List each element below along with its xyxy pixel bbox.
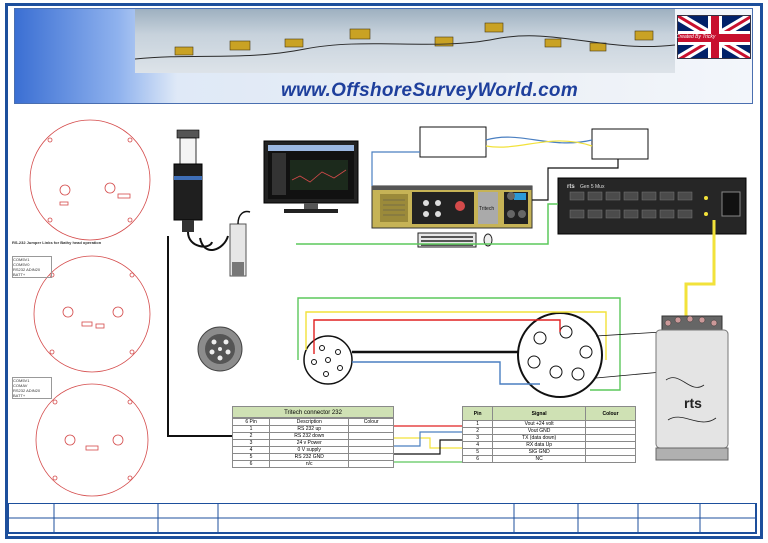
pin-connector-right-icon [517, 312, 603, 398]
tritech-processor-icon [371, 185, 533, 229]
col-head: Pin [461, 406, 494, 421]
connector-plate-middle [33, 255, 151, 373]
svg-text:rts: rts [684, 395, 702, 411]
gen5-mux-icon [557, 177, 747, 235]
uk-flag-icon [677, 15, 751, 59]
mouse-icon [483, 233, 493, 247]
tritech-connector-table: Tritech connector 232 6 Pin Description … [231, 406, 394, 468]
altimeter-head-icon [173, 129, 203, 232]
converter-box-left [419, 126, 487, 158]
flag-caption: Created By Tricky [676, 34, 716, 40]
tritech-label: Tritech [479, 206, 494, 212]
header-banner: www.OffshoreSurveyWorld.com [14, 8, 753, 104]
col-head: Colour [348, 418, 394, 426]
rts-bottle-icon: rts [655, 315, 729, 461]
col-head: Colour [585, 406, 636, 421]
monitor-icon [263, 140, 359, 213]
rts-label: rts [567, 184, 575, 190]
connector-plate-bottom [35, 383, 149, 497]
converter-box-right [591, 128, 649, 160]
jumper-note-a: COM5V1 COM5V0 RS232 ADIN20 BATT+ [12, 256, 52, 278]
inline-connector-icon [229, 223, 247, 277]
jumper-note-b: COM5V1 COMAV RS232 ADIN20 BATT+ [12, 377, 52, 399]
connector-plate-top [29, 119, 151, 241]
col-head: Signal [492, 406, 587, 421]
banner-seabed-image [134, 9, 676, 73]
tritech-table-title: Tritech connector 232 [232, 406, 394, 418]
banner-equipment-icons [134, 22, 676, 60]
gen5-label: Gen 5 Mux [580, 184, 605, 190]
jumper-note: RS-232 Jumper Links for Bathy head opera… [12, 240, 102, 245]
col-head: 6 Pin [231, 418, 271, 426]
pin-connector-left-icon [303, 335, 353, 385]
six-pin-connector-face-icon [197, 326, 243, 372]
keyboard-icon [417, 232, 477, 248]
head-cable [167, 231, 232, 437]
col-head: Description [269, 418, 350, 426]
site-url[interactable]: www.OffshoreSurveyWorld.com [281, 80, 579, 101]
drawing-title-block [8, 503, 757, 534]
